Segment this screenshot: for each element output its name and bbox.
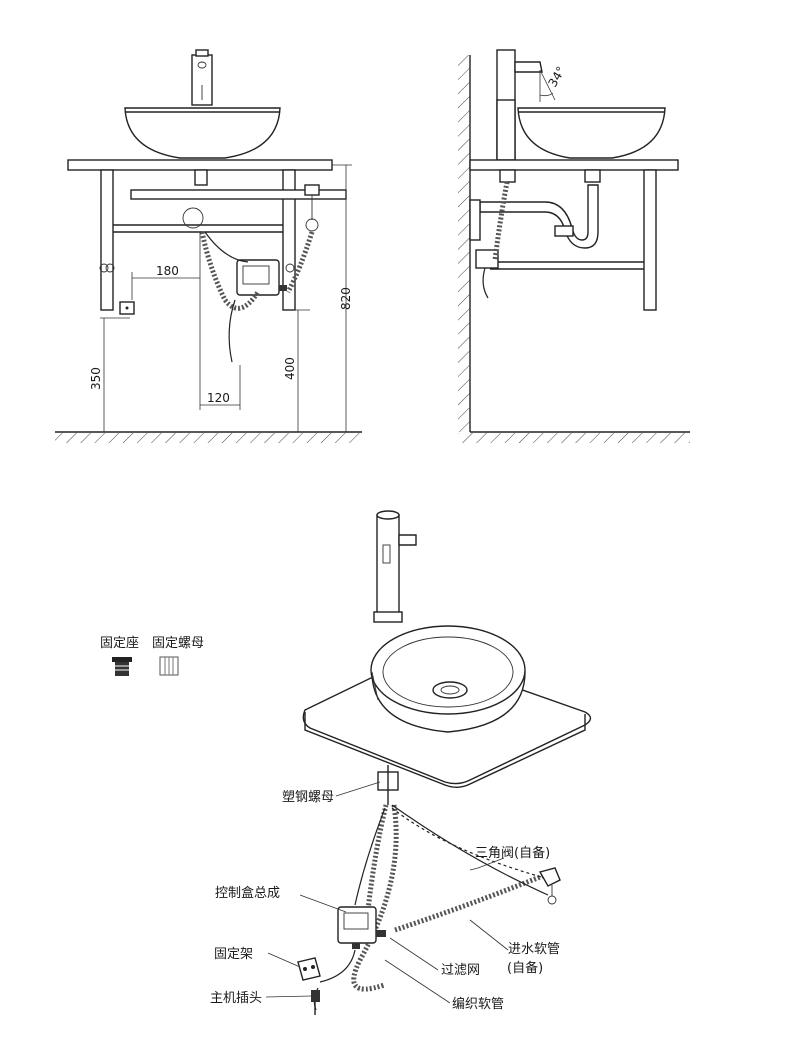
- side-floor: [458, 431, 690, 443]
- label-inlet-hose: 进水软管: [508, 942, 560, 957]
- side-countertop: [469, 159, 679, 171]
- label-main-plug: 主机插头: [210, 991, 262, 1006]
- persp-control-box: [337, 906, 386, 949]
- side-angle: 34°: [545, 64, 568, 89]
- side-view: 34°: [458, 49, 690, 443]
- front-basin: [124, 107, 281, 159]
- label-plastic-steel-nut: 塑钢螺母: [282, 790, 334, 805]
- side-frame: [469, 169, 657, 311]
- part-label-fixing-seat: 固定座: [100, 636, 139, 651]
- label-filter: 过滤网: [441, 963, 480, 978]
- dim-400: 400: [283, 357, 297, 380]
- label-bracket: 固定架: [214, 947, 253, 962]
- dim-350: 350: [89, 367, 103, 390]
- label-braided-hose: 编织软管: [452, 997, 504, 1012]
- fixing-seat-icon: [112, 657, 132, 676]
- part-label-fixing-nut: 固定螺母: [152, 636, 204, 651]
- front-floor: [55, 431, 362, 443]
- label-inlet-hose-self-supplied: (自备): [507, 960, 543, 976]
- front-frame: [99, 169, 347, 311]
- front-countertop: [67, 159, 333, 171]
- dim-180: 180: [156, 264, 179, 278]
- front-dimensions: 180 820 350 400 120: [89, 164, 353, 432]
- front-faucet: [191, 49, 213, 106]
- front-view: 180 820 350 400 120: [55, 49, 362, 443]
- persp-bracket: [297, 957, 321, 981]
- side-basin: [517, 107, 666, 159]
- spare-parts: 固定座 固定螺母: [100, 636, 204, 676]
- leader-lines: [265, 781, 509, 1004]
- persp-faucet: [373, 510, 417, 623]
- dim-820: 820: [339, 287, 353, 310]
- fixing-nut-icon: [159, 656, 179, 676]
- persp-bowl: [370, 625, 526, 733]
- persp-plug: [311, 990, 320, 1015]
- front-control-box: [236, 259, 287, 296]
- perspective-view: 塑钢螺母 三角阀(自备) 控制盒总成 进水软管 (自备) 固定架 过滤网 主机插…: [210, 510, 592, 1015]
- side-wall: [458, 55, 471, 432]
- dim-120: 120: [207, 391, 230, 405]
- persp-nut: [377, 765, 399, 805]
- label-control-box: 控制盒总成: [215, 885, 280, 901]
- persp-angle-valve: [538, 867, 561, 905]
- label-angle-valve: 三角阀(自备): [475, 845, 550, 861]
